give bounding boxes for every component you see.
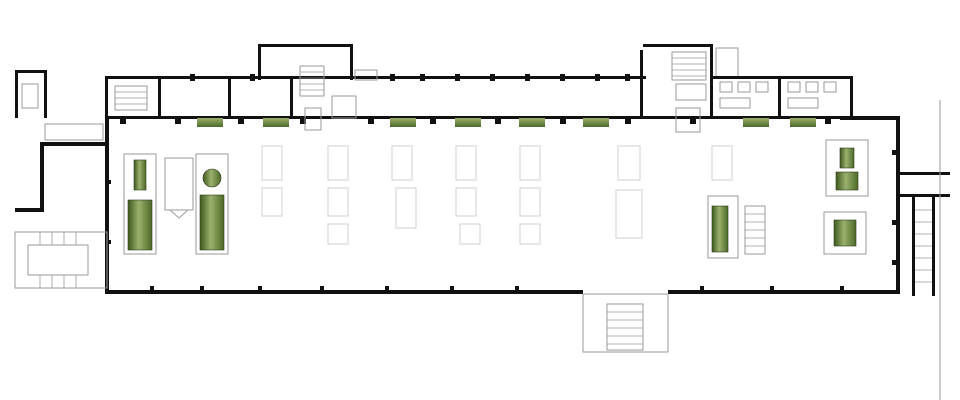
- machine-icons-west: [123, 153, 229, 255]
- sw-stair-icon: [14, 231, 108, 289]
- north-annex: [105, 44, 853, 133]
- east-walkway: [900, 100, 950, 400]
- display-case-icons: [261, 145, 733, 245]
- toilet-icons: [719, 81, 837, 109]
- machine-icons-east: [707, 139, 869, 259]
- main-hall-walls: [105, 116, 900, 294]
- north-wall-pilasters: [190, 74, 630, 81]
- bench-icons: [197, 118, 816, 127]
- center-escalator-icon: [744, 205, 766, 255]
- bottom-pilasters: [150, 286, 844, 294]
- east-escalator-icon: [915, 209, 932, 283]
- south-entrance-stair-icon: [582, 293, 669, 353]
- west-wing: [14, 70, 108, 289]
- central-stair-icon: [299, 65, 325, 97]
- ne-stair-icon: [671, 51, 707, 81]
- nw-stair-icon: [114, 85, 148, 111]
